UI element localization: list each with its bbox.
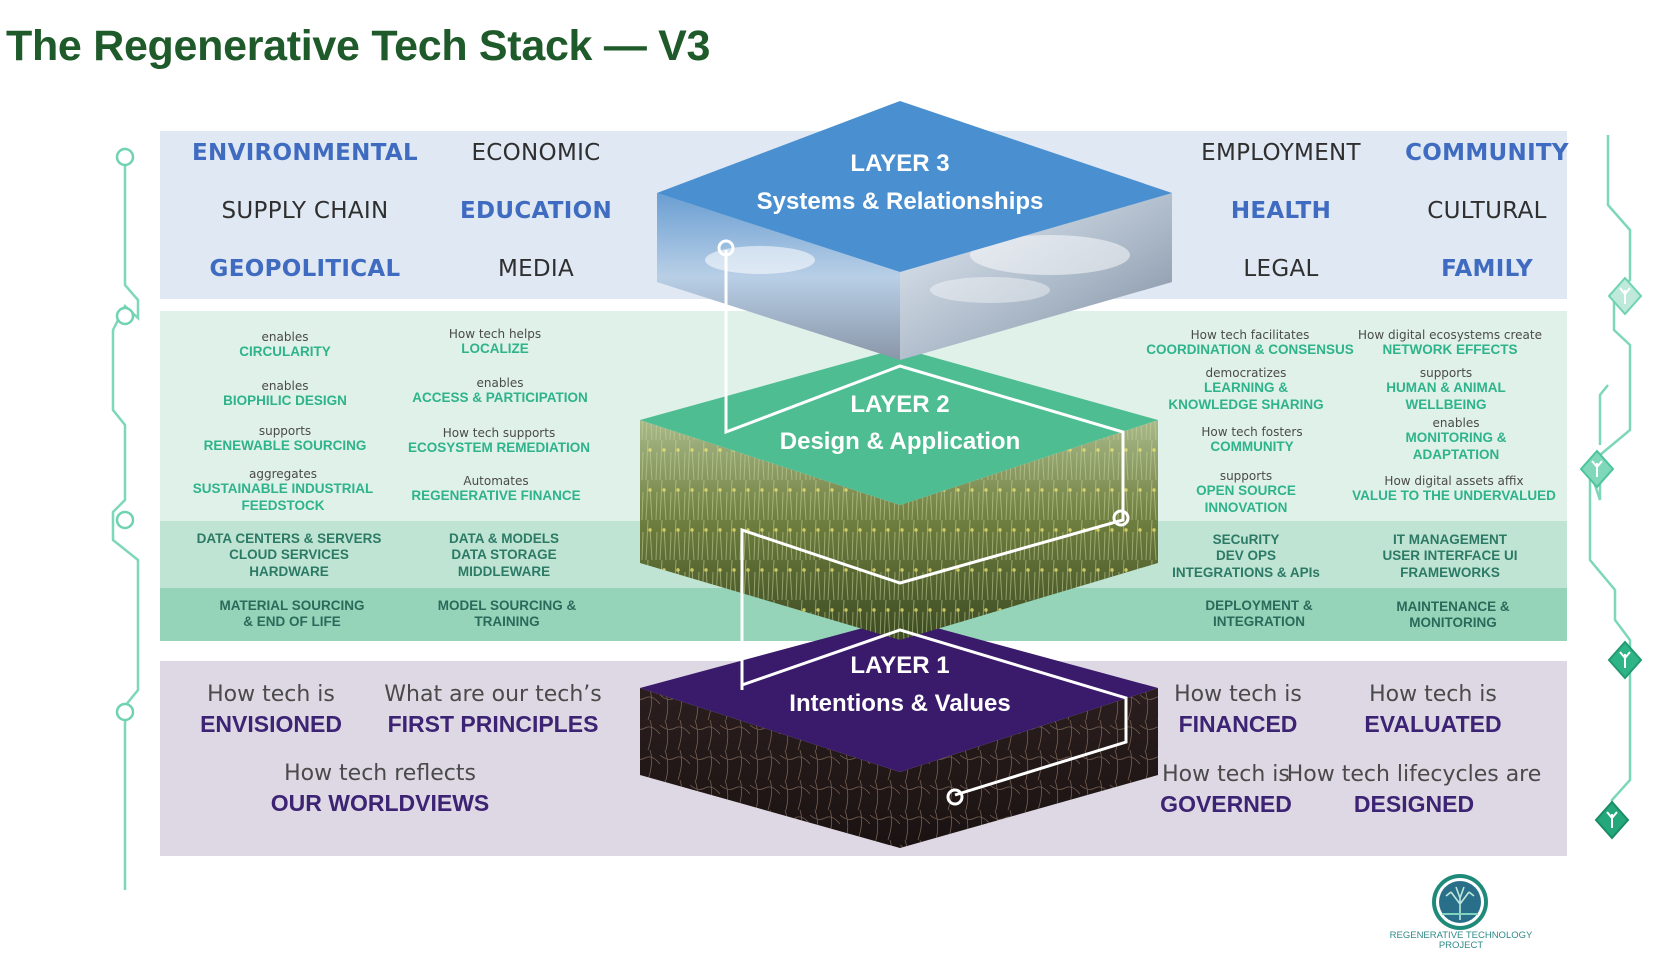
left-circuit-lines [111,165,140,890]
l3-cultural: CULTURAL [1427,198,1547,224]
l3-family: FAMILY [1441,256,1533,282]
connector-wires [724,250,1128,797]
l2-lifecycle-maintenance: MAINTENANCE &MONITORING [1396,599,1510,631]
layer1-subtitle: Intentions & Values [789,690,1011,717]
l3-media: MEDIA [497,256,575,282]
layer1-label: LAYER 1 [850,652,950,679]
layer2-label: LAYER 2 [850,391,950,418]
layer2-subtitle: Design & Application [779,428,1021,455]
l3-employment: EMPLOYMENT [1201,140,1361,166]
left-circuit-nodes [115,147,135,722]
l3-community: COMMUNITY [1405,140,1569,166]
connector-nodes [717,239,1130,806]
l3-health: HEALTH [1230,198,1332,224]
l2-lifecycle-material: MATERIAL SOURCING& END OF LIFE [219,598,365,630]
layer3-subtitle: Systems & Relationships [756,188,1044,215]
l3-legal: LEGAL [1243,256,1319,282]
layer1-prism [640,618,1158,848]
l3-education: EDUCATION [459,198,613,224]
l3-supply-chain: SUPPLY CHAIN [221,198,389,224]
layer3-label: LAYER 3 [850,150,950,177]
l2-lifecycle-deployment: DEPLOYMENT &INTEGRATION [1205,598,1313,630]
layer3-prism [657,101,1172,360]
l3-environmental: ENVIRONMENTAL [192,140,418,166]
layer2-prism [640,348,1158,640]
l3-geopolitical: GEOPOLITICAL [209,256,401,282]
l3-economic: ECONOMIC [471,140,601,166]
l2-lifecycle-model: MODEL SOURCING &TRAINING [437,598,577,630]
page-title: The Regenerative Tech Stack — V3 [6,22,711,70]
logo-mark [1432,874,1488,930]
right-circuit-tree-icons [1579,276,1643,840]
